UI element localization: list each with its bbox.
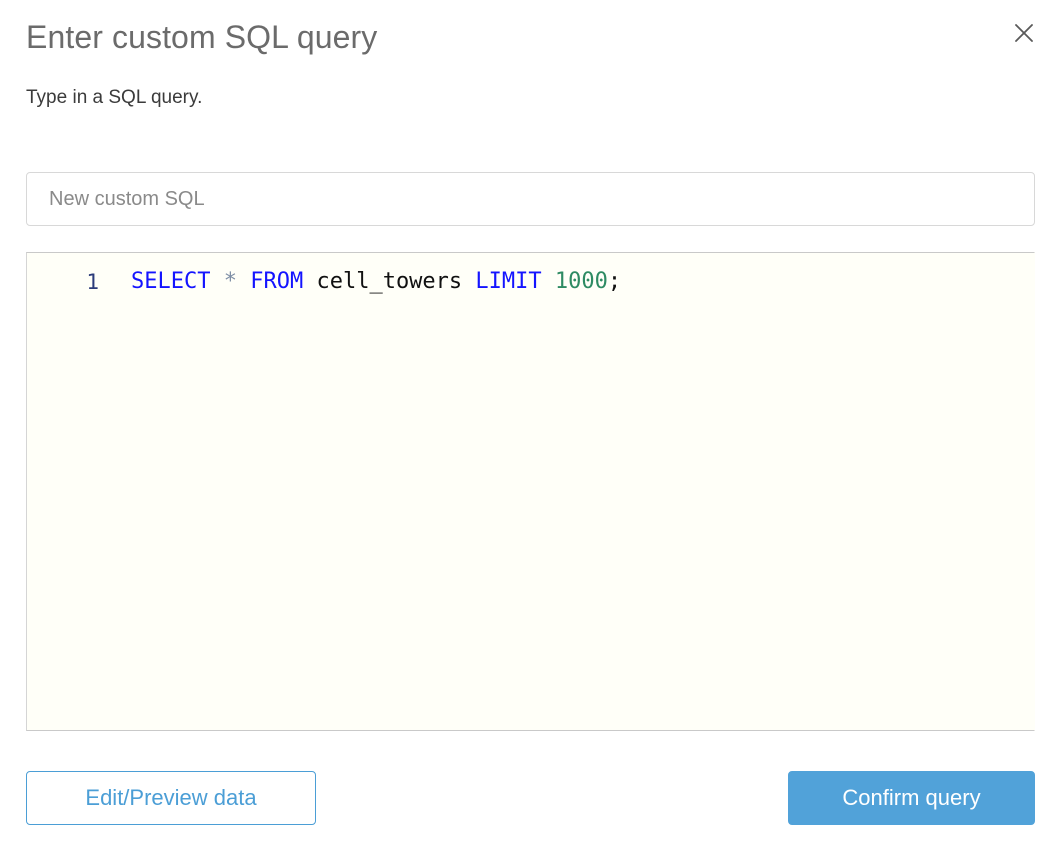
page-title: Enter custom SQL query: [26, 19, 378, 55]
sql-space: [303, 269, 316, 294]
sql-token-select: SELECT: [131, 269, 211, 294]
close-button[interactable]: [1007, 16, 1041, 50]
line-number-gutter: 1: [86, 270, 99, 294]
sql-space: [237, 269, 250, 294]
code-line: 1 SELECT * FROM cell_towers LIMIT 1000;: [27, 253, 1034, 297]
sql-token-star: *: [223, 269, 237, 294]
sql-token-table: cell_towers: [316, 269, 463, 294]
sql-token-from: FROM: [250, 269, 304, 294]
sql-code-editor[interactable]: 1 SELECT * FROM cell_towers LIMIT 1000;: [26, 252, 1035, 731]
sql-token-semicolon: ;: [607, 269, 622, 294]
query-name-input[interactable]: [26, 172, 1035, 226]
sql-token-limit-value: 1000: [554, 269, 608, 294]
sql-space: [210, 269, 223, 294]
confirm-query-button[interactable]: Confirm query: [788, 771, 1035, 825]
dialog-description: Type in a SQL query.: [26, 87, 203, 108]
close-icon: [1013, 22, 1035, 44]
sql-space: [542, 269, 555, 294]
sql-token-limit: LIMIT: [475, 269, 542, 294]
code-line-content: SELECT * FROM cell_towers LIMIT 1000;: [99, 267, 621, 297]
sql-space: [462, 269, 475, 294]
edit-preview-data-button[interactable]: Edit/Preview data: [26, 771, 316, 825]
